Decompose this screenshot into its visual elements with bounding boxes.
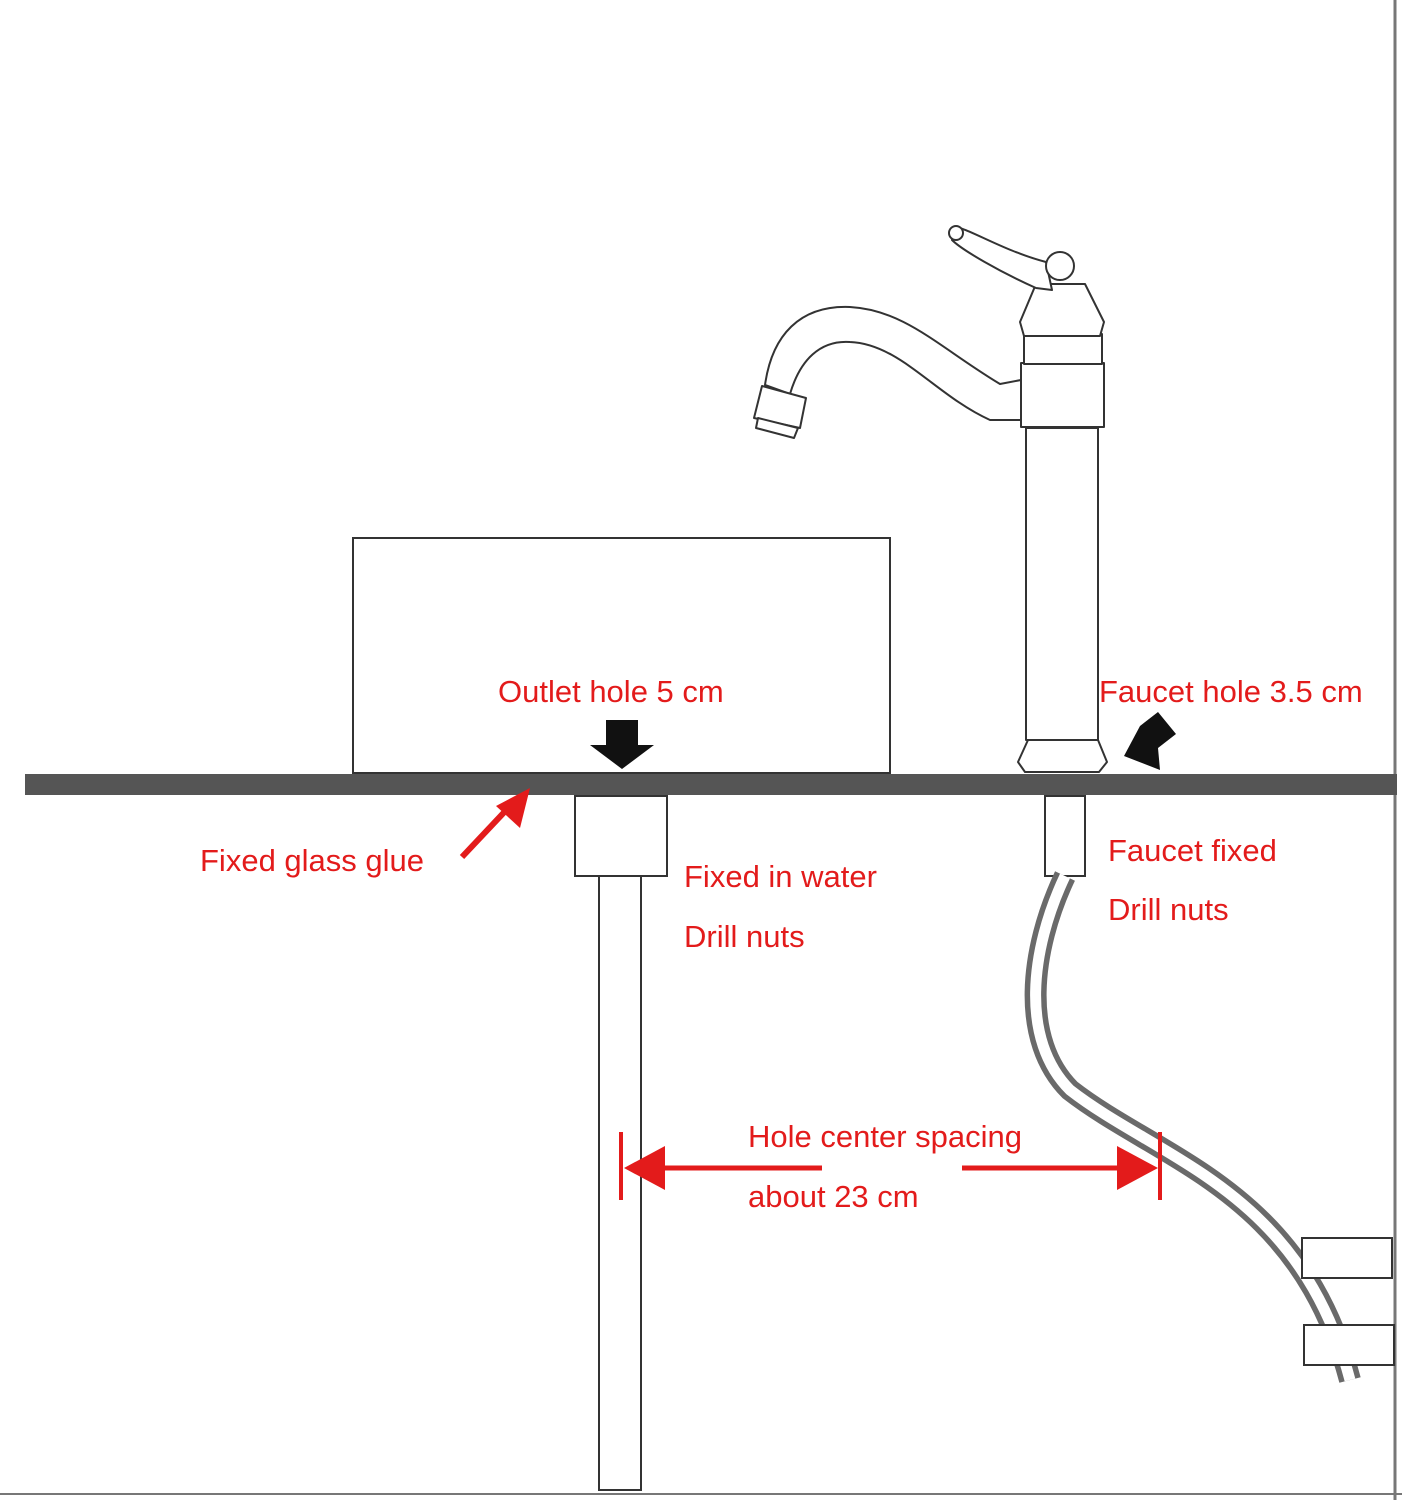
faucet-neck (1023, 333, 1103, 365)
countertop (25, 774, 1397, 795)
spacing-arrowhead-left (624, 1146, 665, 1190)
wall-valve-lower (1303, 1324, 1395, 1366)
faucet-aerator (753, 385, 807, 429)
spacing-label-line2: about 23 cm (748, 1179, 919, 1214)
spacing-label-line1: Hole center spacing (748, 1119, 1022, 1154)
faucet-drill-nuts-label: Drill nuts (1108, 892, 1229, 927)
spacing-arrowhead-right (1117, 1146, 1158, 1190)
fixed-glass-glue-label: Fixed glass glue (200, 843, 425, 878)
faucet-column (1025, 427, 1099, 741)
faucet-lever (951, 226, 1053, 291)
faucet-lever-knob (1045, 251, 1075, 281)
faucet-hub (1020, 362, 1105, 428)
arrow-down-icon (590, 720, 654, 769)
supply-hose-outer (1024, 871, 1361, 1383)
outlet-hole-label: Outlet hole 5 cm (498, 674, 724, 709)
faucet-base (1017, 739, 1108, 773)
arrow-down-left-icon (1124, 712, 1176, 770)
fixed-in-water-label: Fixed in water (684, 859, 877, 894)
faucet (753, 225, 1108, 773)
faucet-hole-label: Faucet hole 3.5 cm (1099, 674, 1363, 709)
faucet-cap (1019, 283, 1105, 337)
faucet-spout (764, 305, 1022, 421)
double-arrow-horizontal-icon (619, 1132, 1162, 1200)
faucet-aerator-tip (755, 417, 799, 439)
faucet-fixed-label: Faucet fixed (1108, 833, 1277, 868)
glue-arrow-shaft (459, 803, 513, 860)
faucet-nut (1044, 795, 1086, 877)
drain-drill-nuts-label: Drill nuts (684, 919, 805, 954)
drain-nut (574, 795, 668, 877)
faucet-lever-end (948, 225, 964, 241)
arrow-up-right-icon (496, 788, 530, 828)
wall-valve-upper (1301, 1237, 1393, 1279)
supply-hose-inner (1030, 873, 1356, 1382)
